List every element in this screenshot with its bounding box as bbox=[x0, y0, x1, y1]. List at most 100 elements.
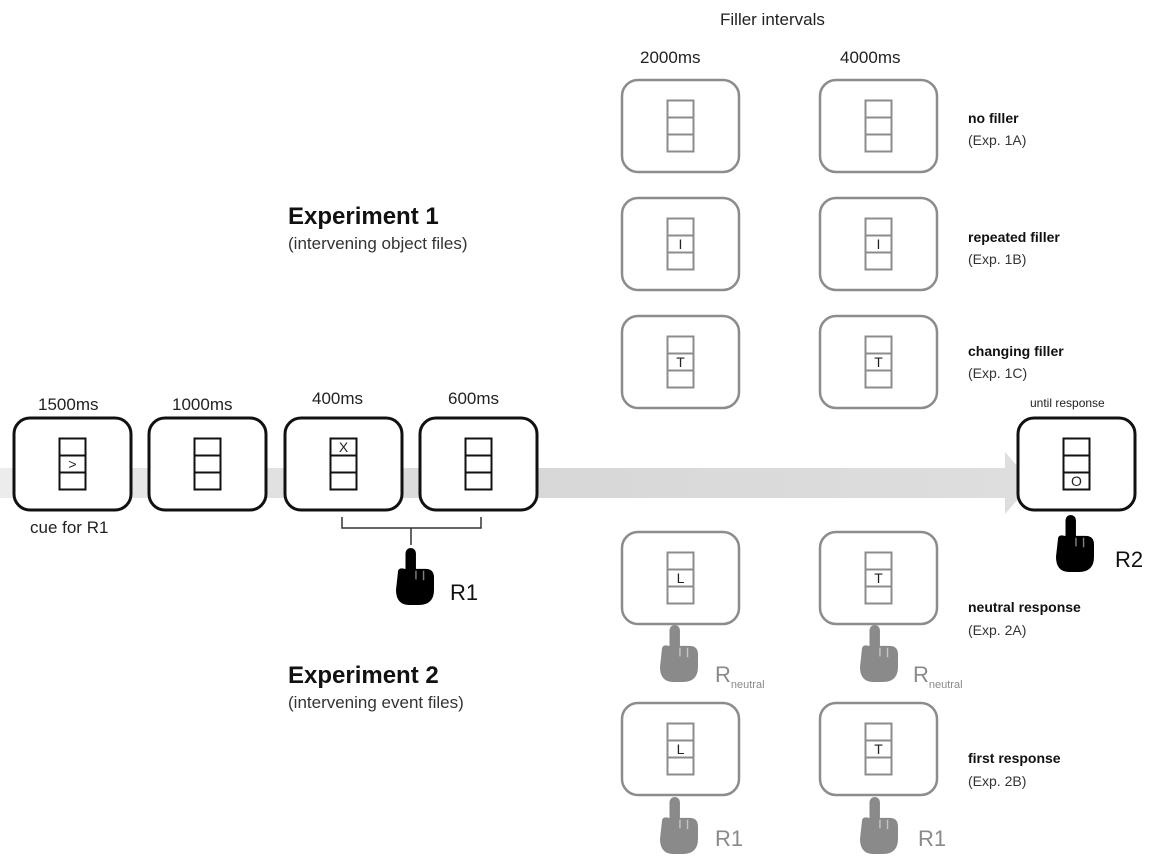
pointing-hand-icon bbox=[1056, 515, 1094, 572]
cell-letter: L bbox=[677, 741, 685, 757]
timeline-frame-1: > bbox=[12, 416, 133, 512]
cell bbox=[864, 756, 893, 776]
cell bbox=[864, 335, 893, 355]
cell bbox=[666, 335, 695, 355]
cell-letter: > bbox=[68, 456, 76, 472]
cell bbox=[1062, 471, 1091, 491]
pointing-hand-icon bbox=[660, 625, 698, 682]
r-neutral-main-2: R bbox=[913, 662, 929, 687]
condition-title-4: neutral response bbox=[968, 599, 1081, 615]
response-bracket bbox=[341, 517, 482, 529]
timeline-frame-3: X bbox=[283, 416, 404, 512]
condition-title-3: changing filler bbox=[968, 343, 1064, 359]
filler-frame-4-2: T bbox=[818, 530, 939, 626]
cell bbox=[864, 585, 893, 605]
cell bbox=[864, 369, 893, 389]
condition-sub-4: (Exp. 2A) bbox=[968, 622, 1027, 638]
cell bbox=[193, 454, 222, 474]
cell bbox=[329, 454, 358, 474]
r-neutral-label-1: Rneutral bbox=[715, 662, 765, 691]
cell bbox=[464, 454, 493, 474]
pointing-hand-icon bbox=[860, 625, 898, 682]
experiment2-title: Experiment 2 bbox=[288, 662, 439, 689]
filler-frame-5-1: L bbox=[620, 701, 741, 797]
experiment2-subtitle: (intervening event files) bbox=[288, 693, 464, 712]
cell bbox=[58, 437, 87, 457]
condition-title-1: no filler bbox=[968, 110, 1019, 126]
cell bbox=[864, 116, 893, 136]
condition-title-2: repeated filler bbox=[968, 229, 1060, 245]
pointing-hand-icon bbox=[396, 548, 434, 605]
cell bbox=[464, 437, 493, 457]
timeline-duration-1: 1500ms bbox=[38, 395, 99, 414]
condition-title-5: first response bbox=[968, 750, 1061, 766]
cell bbox=[329, 471, 358, 491]
r1-label-gray-2: R1 bbox=[918, 826, 947, 851]
cell-letter: T bbox=[676, 354, 685, 370]
cell-letter: T bbox=[874, 741, 883, 757]
cell bbox=[193, 437, 222, 457]
cell-letter: X bbox=[339, 439, 349, 455]
cell-letter: I bbox=[877, 236, 881, 252]
final-duration: until response bbox=[1030, 396, 1105, 410]
filler-col-2000: 2000ms bbox=[640, 48, 701, 67]
cell bbox=[666, 133, 695, 153]
cell bbox=[666, 756, 695, 776]
filler-frame-1-2 bbox=[818, 78, 939, 174]
cell bbox=[666, 251, 695, 271]
pointing-hand-icon bbox=[660, 797, 698, 854]
cue-label: cue for R1 bbox=[30, 518, 109, 537]
cell bbox=[864, 217, 893, 237]
cell bbox=[666, 722, 695, 742]
cell bbox=[666, 217, 695, 237]
filler-frame-2-2: I bbox=[818, 196, 939, 292]
cell-letter: T bbox=[874, 354, 883, 370]
cell bbox=[864, 551, 893, 571]
condition-sub-2: (Exp. 1B) bbox=[968, 251, 1027, 267]
r-neutral-label-2: Rneutral bbox=[913, 662, 963, 691]
cell bbox=[1062, 454, 1091, 474]
cell bbox=[666, 99, 695, 119]
filler-frame-1-1 bbox=[620, 78, 741, 174]
cell bbox=[864, 133, 893, 153]
r2-label: R2 bbox=[1115, 547, 1144, 572]
filler-frame-2-1: I bbox=[620, 196, 741, 292]
cell bbox=[864, 251, 893, 271]
cell bbox=[1062, 437, 1091, 457]
cell-letter: T bbox=[874, 570, 883, 586]
cell-letter: O bbox=[1071, 473, 1082, 489]
timeline-duration-3: 400ms bbox=[312, 389, 364, 408]
filler-frame-3-2: T bbox=[818, 314, 939, 410]
cell bbox=[666, 116, 695, 136]
cell bbox=[666, 585, 695, 605]
condition-sub-1: (Exp. 1A) bbox=[968, 132, 1027, 148]
cell bbox=[666, 369, 695, 389]
timeline-frame-4 bbox=[418, 416, 539, 512]
cell bbox=[864, 722, 893, 742]
r1-label: R1 bbox=[450, 580, 479, 605]
cell bbox=[666, 551, 695, 571]
filler-col-4000: 4000ms bbox=[840, 48, 901, 67]
cell-letter: L bbox=[677, 570, 685, 586]
r-neutral-sub-2: neutral bbox=[928, 679, 963, 691]
r-neutral-sub-1: neutral bbox=[730, 679, 765, 691]
final-frame: O bbox=[1016, 416, 1137, 512]
filler-intervals-header: Filler intervals bbox=[720, 10, 825, 29]
filler-frame-4-1: L bbox=[620, 530, 741, 626]
timeline-frame-2 bbox=[147, 416, 268, 512]
condition-sub-5: (Exp. 2B) bbox=[968, 773, 1027, 789]
cell bbox=[464, 471, 493, 491]
experiment1-title: Experiment 1 bbox=[288, 203, 439, 230]
timeline-duration-2: 1000ms bbox=[172, 395, 233, 414]
condition-sub-3: (Exp. 1C) bbox=[968, 365, 1028, 381]
timeline-duration-4: 600ms bbox=[448, 389, 500, 408]
filler-frame-3-1: T bbox=[620, 314, 741, 410]
r1-label-gray-1: R1 bbox=[715, 826, 744, 851]
r-neutral-main-1: R bbox=[715, 662, 731, 687]
cell bbox=[864, 99, 893, 119]
cell bbox=[193, 471, 222, 491]
filler-frame-5-2: T bbox=[818, 701, 939, 797]
cell-letter: I bbox=[679, 236, 683, 252]
experiment1-subtitle: (intervening object files) bbox=[288, 234, 468, 253]
